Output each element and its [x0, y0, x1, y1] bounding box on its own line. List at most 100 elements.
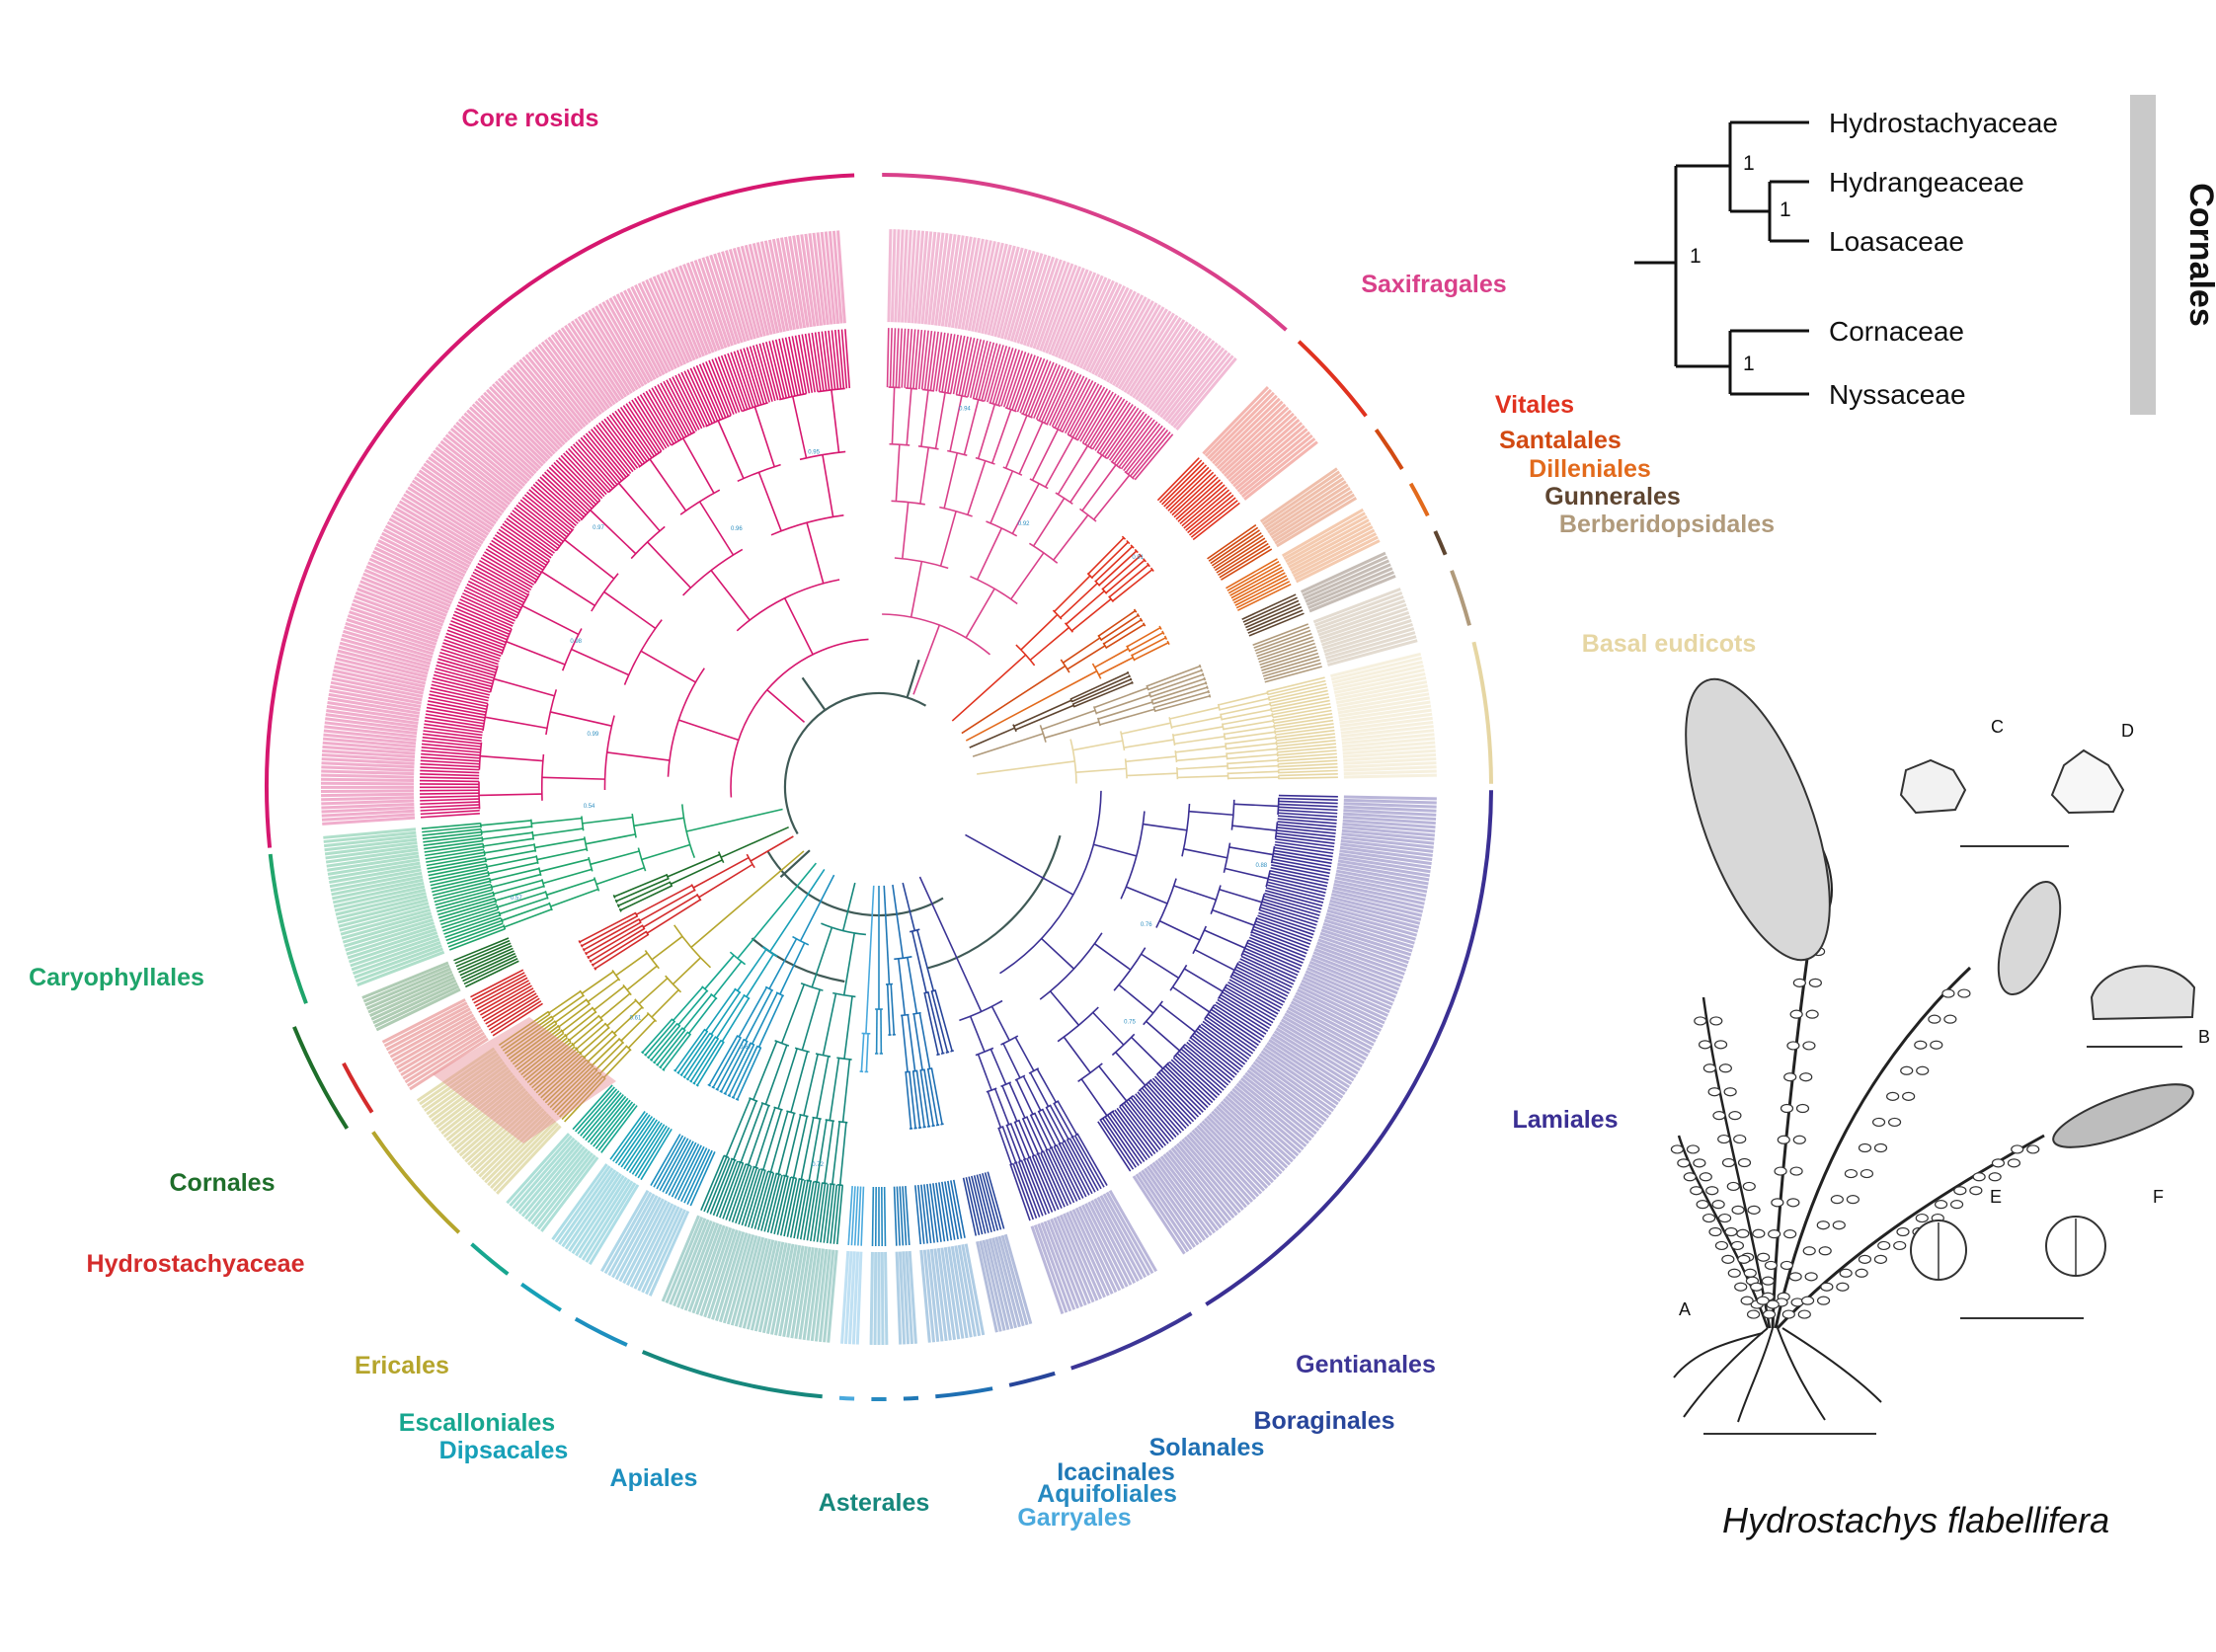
clade-label-ericales: Ericales: [355, 1352, 449, 1379]
tip-label-mark: [1003, 1233, 1033, 1325]
leaflet: [1721, 1157, 1736, 1168]
tip-label-mark: [1037, 1222, 1072, 1312]
tip-label-mark: [347, 927, 437, 960]
tip-label-mark: [1338, 852, 1432, 870]
leaflet: [1855, 1268, 1868, 1278]
tip-label-mark: [350, 606, 439, 640]
leaflet: [1762, 1309, 1777, 1319]
tip-label-mark: [386, 520, 470, 569]
leaflet: [1887, 1117, 1902, 1128]
tip-label-mark: [990, 245, 1016, 337]
tip-label-mark: [1254, 1058, 1332, 1116]
tip-label-mark: [537, 344, 597, 420]
tip-label-mark: [1319, 931, 1409, 965]
leaflet: [1777, 1135, 1790, 1144]
tip-label-mark: [503, 371, 569, 443]
tip-label-mark: [1283, 511, 1366, 561]
leaflet: [1736, 1228, 1750, 1238]
tip-label-mark: [1325, 631, 1416, 661]
tip-label-mark: [897, 229, 905, 323]
tip-label-mark: [468, 406, 539, 472]
tip-label-mark: [421, 1053, 500, 1109]
tip-label-mark: [1269, 483, 1349, 537]
tip-label-mark: [1270, 1036, 1351, 1089]
tip-label-mark: [1159, 1155, 1220, 1231]
detail-c-drawing: [1899, 758, 1967, 815]
tip-label-mark: [1270, 486, 1351, 539]
tip-label-mark: [336, 895, 428, 920]
tip-label-mark: [1318, 606, 1408, 640]
tip-label-mark: [1294, 535, 1379, 581]
tip-label-mark: [880, 1251, 885, 1345]
tip-label-mark: [1330, 656, 1423, 681]
tip-label-mark: [884, 1251, 889, 1345]
tip-label-mark: [1324, 915, 1415, 945]
tip-label-mark: [1167, 1148, 1228, 1224]
tip-label-mark: [722, 1233, 752, 1324]
clade-branches-boraginales: [902, 882, 1005, 1236]
tip-label-mark: [1343, 802, 1437, 809]
tip-label-mark: [463, 412, 535, 477]
tip-label-mark: [619, 291, 666, 376]
leaflet: [1742, 1181, 1756, 1192]
tip-label-mark: [678, 265, 715, 354]
tip-label-mark: [406, 1034, 487, 1087]
tip-label-mark: [1333, 672, 1426, 695]
tip-label-mark: [1146, 330, 1203, 409]
tip-label-mark: [1327, 639, 1418, 667]
species-caption: Hydrostachys flabellifera: [1722, 1500, 2109, 1540]
leaflet: [1836, 1282, 1850, 1292]
tip-label-mark: [1302, 555, 1388, 597]
leaflet: [1816, 1296, 1831, 1305]
tip-label-mark: [521, 355, 584, 431]
clade-label-lamiales: Lamiales: [1512, 1106, 1618, 1134]
tip-label-mark: [763, 240, 786, 333]
tip-label-mark: [331, 676, 424, 698]
tip-label-mark: [689, 261, 725, 350]
tip-label-mark: [351, 937, 440, 972]
tip-label-mark: [323, 834, 417, 848]
tip-label-mark: [352, 941, 441, 976]
tip-label-mark: [355, 590, 443, 627]
tip-label-mark: [913, 230, 925, 324]
tip-label-mark: [1067, 276, 1108, 363]
tip-label-mark: [977, 241, 1000, 334]
tip-label-mark: [693, 259, 728, 349]
tip-label-mark: [1311, 954, 1400, 991]
tree-backbone: [751, 659, 1062, 983]
leaflet: [1934, 1200, 1948, 1210]
tip-label-mark: [1233, 1085, 1307, 1147]
leaflet: [1802, 1246, 1816, 1256]
tip-label-mark: [750, 1239, 775, 1331]
tip-labels: [320, 229, 1437, 1345]
tip-label-mark: [1143, 328, 1199, 407]
tip-label-mark: [1328, 903, 1420, 929]
tip-label-mark: [898, 1251, 907, 1345]
leaflet: [1768, 1229, 1781, 1239]
tip-label-mark: [1117, 308, 1168, 390]
leaflet: [1789, 1009, 1803, 1019]
tip-label-mark: [442, 1077, 517, 1139]
leaflet: [1820, 1282, 1834, 1292]
tip-label-mark: [765, 1242, 788, 1334]
tip-label-mark: [645, 1209, 686, 1296]
tip-label-mark: [1338, 700, 1431, 718]
tip-label-mark: [1218, 1103, 1289, 1169]
tip-label-mark: [393, 1016, 476, 1065]
tip-label-mark: [987, 244, 1012, 336]
tip-label-mark: [697, 258, 731, 348]
support-value: 0.61: [630, 1015, 642, 1021]
leaflet: [2026, 1144, 2040, 1154]
tip-label-mark: [370, 979, 457, 1021]
tip-label-mark: [923, 231, 937, 325]
tip-label-mark: [1264, 1044, 1344, 1099]
tip-label-mark: [361, 961, 449, 999]
tip-label-mark: [527, 351, 590, 426]
tip-label-mark: [419, 1050, 498, 1106]
tip-label-mark: [786, 1245, 805, 1338]
tip-label-mark: [1342, 819, 1436, 829]
tip-label-mark: [699, 1226, 733, 1316]
tip-label-mark: [1161, 345, 1222, 421]
tip-label-mark: [804, 233, 820, 327]
tip-label-mark: [810, 1248, 826, 1342]
